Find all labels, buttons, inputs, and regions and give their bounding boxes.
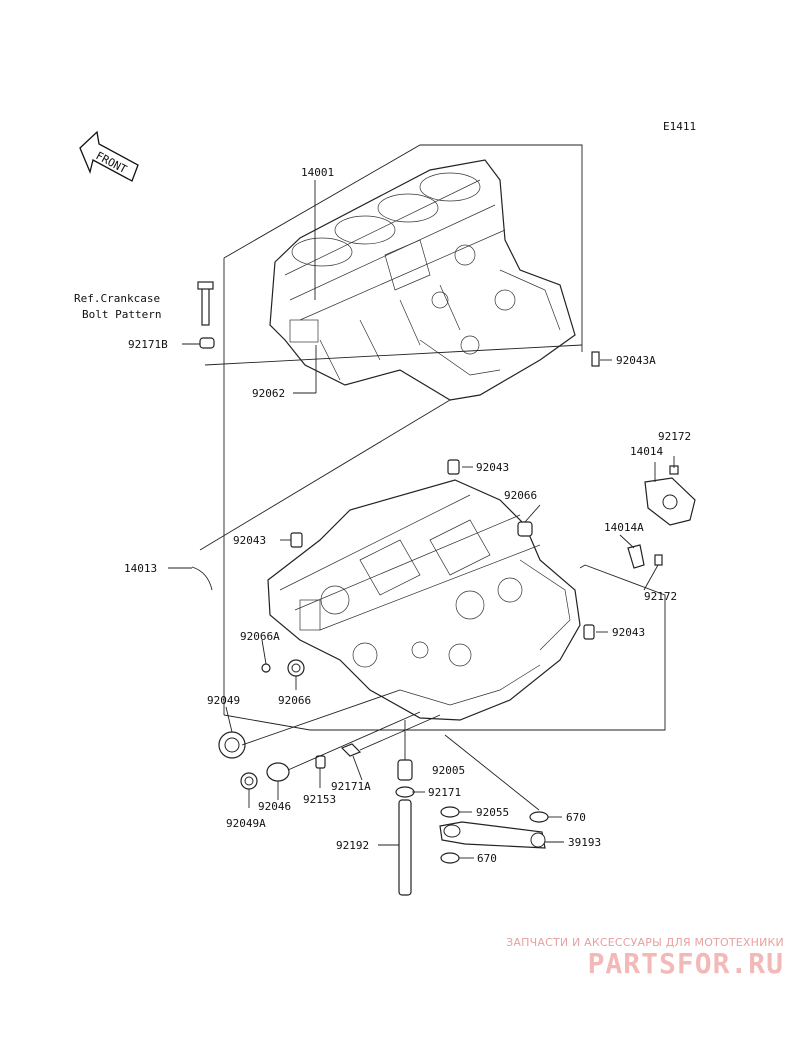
label-92043-right: 92043 — [612, 626, 645, 639]
lower-crankcase — [267, 479, 581, 721]
label-92171b: 92171B — [128, 338, 168, 351]
wire-guide-14013 — [191, 566, 213, 591]
bearing-92066 — [287, 521, 533, 677]
dowel-92043-top — [447, 459, 460, 475]
label-92172-top: 92172 — [658, 430, 691, 443]
seal-92049a — [240, 772, 258, 790]
nipple-92005 — [397, 759, 413, 781]
label-92066a: 92066A — [240, 630, 280, 643]
label-92172-bottom: 92172 — [644, 590, 677, 603]
label-92066-bottom: 92066 — [278, 694, 311, 707]
clamp-92171 — [395, 786, 415, 798]
label-92153: 92153 — [303, 793, 336, 806]
dowel-92043-left — [290, 532, 303, 548]
clamp-92171a — [340, 743, 362, 757]
watermark-tagline: ЗАПЧАСТИ И АКСЕССУАРЫ ДЛЯ МОТОТЕХНИКИ — [506, 936, 784, 949]
label-92043-left: 92043 — [233, 534, 266, 547]
label-92192: 92192 — [336, 839, 369, 852]
cover-14014 — [644, 465, 696, 526]
ref-note-line-1: Ref.Crankcase — [74, 292, 160, 305]
label-92043a: 92043A — [616, 354, 656, 367]
label-92062: 92062 — [252, 387, 285, 400]
label-39193: 39193 — [568, 836, 601, 849]
label-92005: 92005 — [432, 764, 465, 777]
ref-note-line-2: Bolt Pattern — [82, 308, 161, 321]
pipe-92192 — [398, 799, 412, 896]
oring-92055 — [440, 806, 460, 818]
front-arrow-icon: FRONT — [79, 130, 139, 182]
upper-crankcase — [269, 159, 576, 401]
label-14014a: 14014A — [604, 521, 644, 534]
label-92043-top: 92043 — [476, 461, 509, 474]
label-92171: 92171 — [428, 786, 461, 799]
label-92066-top: 92066 — [504, 489, 537, 502]
part-labels: 14001 92171B 92062 92043A 92172 14014 92… — [124, 166, 691, 865]
seal-92049 — [218, 731, 246, 759]
dowel-92043-right — [583, 624, 595, 640]
label-92055: 92055 — [476, 806, 509, 819]
bolt-92153 — [315, 755, 326, 769]
bracket-14014a — [627, 544, 663, 569]
label-92049: 92049 — [207, 694, 240, 707]
label-14001: 14001 — [301, 166, 334, 179]
label-14013: 14013 — [124, 562, 157, 575]
label-670-right: 670 — [566, 811, 586, 824]
lower-crankcase-frame — [223, 564, 666, 731]
label-92049a: 92049A — [226, 817, 266, 830]
diagram-code: E1411 — [663, 120, 696, 133]
label-92171a: 92171A — [331, 780, 371, 793]
watermark: ЗАПЧАСТИ И АКСЕССУАРЫ ДЛЯ МОТОТЕХНИКИ PA… — [506, 936, 784, 980]
bushing-92046 — [266, 762, 290, 782]
watermark-logo: PARTSFOR.RU — [587, 947, 784, 980]
upper-crankcase-frame — [223, 144, 583, 715]
label-670-left: 670 — [477, 852, 497, 865]
leader-lines — [168, 180, 675, 859]
label-14014: 14014 — [630, 445, 663, 458]
pipe-39193 — [439, 821, 546, 849]
dowel-92043a — [591, 351, 600, 367]
label-92046: 92046 — [258, 800, 291, 813]
oring-670-left — [440, 852, 460, 864]
oring-670-right — [529, 811, 549, 823]
bolt-92171b — [197, 281, 215, 349]
washer-92066a — [261, 663, 271, 673]
